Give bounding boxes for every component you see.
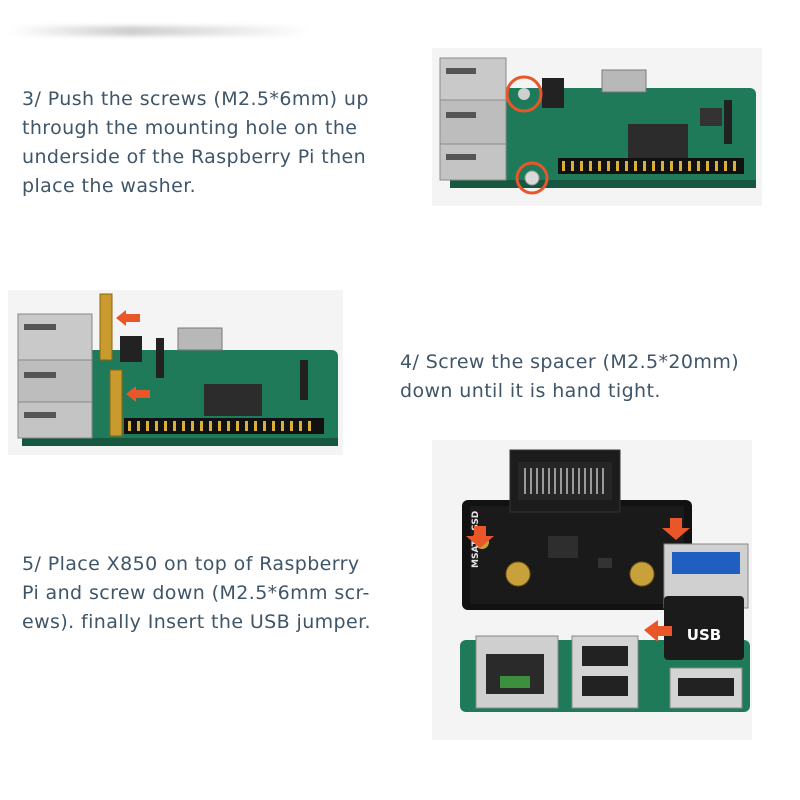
step-5-instruction: 5/ Place X850 on top of Raspberry Pi and… [22,553,371,633]
step-4-instruction: 4/ Screw the spacer (M2.5*20mm) down unt… [400,351,740,402]
usb-port-stack [17,313,93,361]
step-3-instruction: 3/ Push the screws (M2.5*6mm) up through… [22,88,369,197]
brass-standoff [629,561,655,587]
step-4-photo [8,290,343,455]
arrow-down-icon [662,518,690,540]
usb-jumper-label: USB [687,626,721,644]
gpio-header [558,158,744,174]
step-3-photo [432,48,762,206]
arrow-left-icon [644,620,672,642]
brass-standoff [505,561,531,587]
brass-spacer [109,369,123,437]
screw-highlight-circle [505,75,543,113]
washer-highlight-circle [515,161,549,195]
arrow-down-icon [466,526,494,548]
usb-port-stack [439,57,507,101]
step-5-photo: MSATA SSD USB [432,440,752,740]
brass-spacer [99,293,113,361]
arrow-left-icon [116,310,140,326]
top-divider [10,26,310,36]
cpu-chip [628,124,688,158]
arrow-left-icon [126,386,150,402]
gpio-header [124,418,324,434]
usb-jumper [664,596,744,660]
cpu-chip [204,384,262,416]
